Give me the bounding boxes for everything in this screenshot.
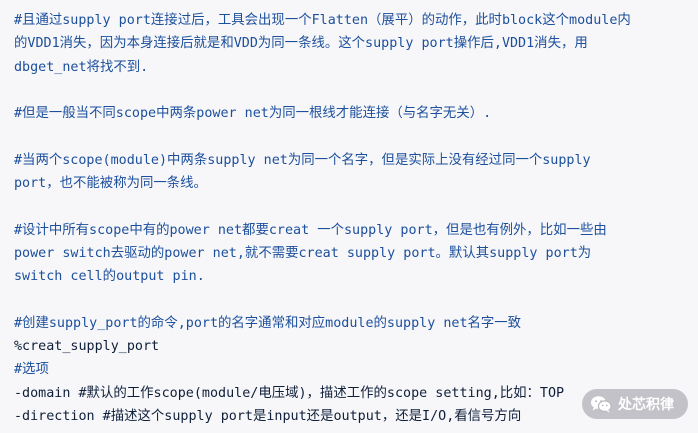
blank-line [14,125,686,148]
text-line-10: #设计中所有scope中有的power net都要creat 一个supply … [14,222,607,238]
blank-line [14,79,686,102]
command-line: %creat_supply_port [14,339,160,355]
blank-line [14,289,686,312]
option-domain-line: -domain #默认的工作scope(module/电压域)，描述工作的sco… [14,385,565,401]
text-line-7: #当两个scope(module)中两条supply net为同一个名字，但是实… [14,152,591,168]
blank-line [14,195,686,218]
text-line-11: power switch去驱动的power net,就不需要creat supp… [14,245,592,261]
watermark-text: 处芯积律 [618,397,674,413]
options-heading: #选项 [14,362,49,378]
watermark-badge: 处芯积律 [582,389,688,419]
text-line-14: #创建supply_port的命令,port的名字通常和对应module的sup… [14,315,522,331]
option-direction-line: -direction #描述这个supply port是input还是outpu… [14,409,522,425]
text-line-2: 的VDD1消失，因为本身连接后就是和VDD为同一条线。这个supply port… [14,36,588,52]
text-line-12: switch cell的output pin. [14,269,205,285]
text-line-5: #但是一般当不同scope中两条power net为同一根线才能连接（与名字无关… [14,106,492,122]
text-line-1: #且通过supply port连接过后，工具会出现一个Flatten（展平）的动… [14,13,631,28]
wechat-icon [590,395,612,413]
text-line-3: dbget_net将找不到. [14,59,149,75]
text-line-8: port，也不能被称为同一条线。 [14,176,207,192]
